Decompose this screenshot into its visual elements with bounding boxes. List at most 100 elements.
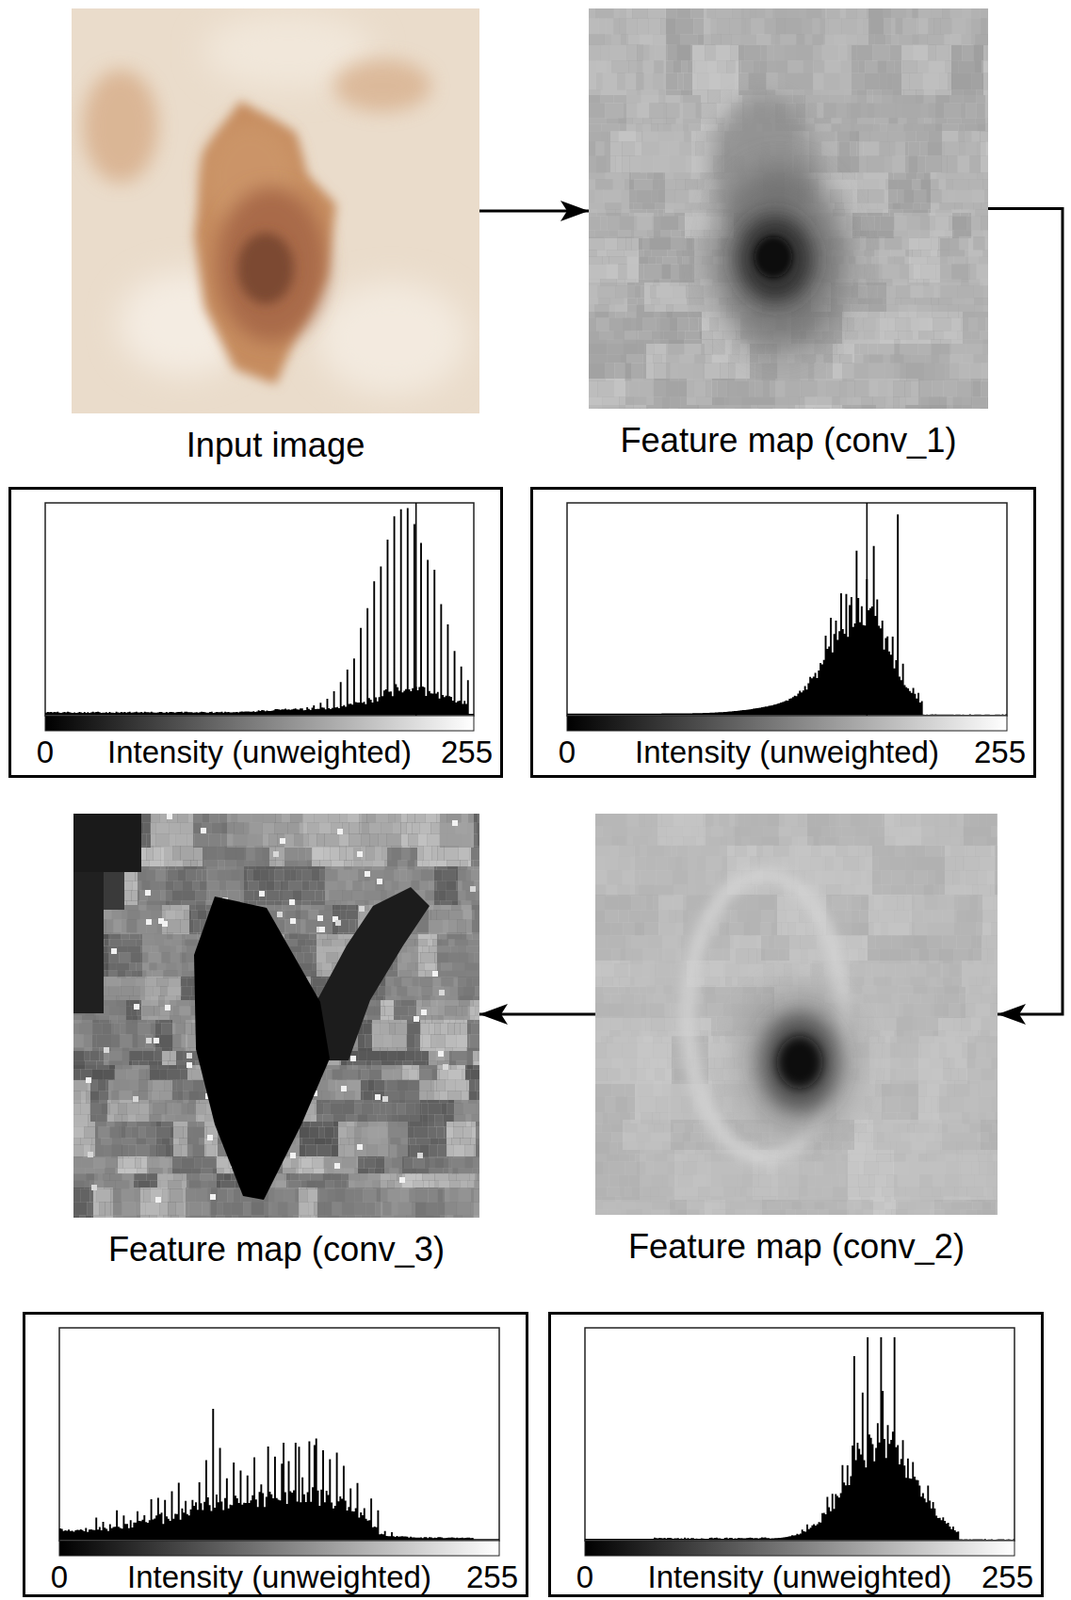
texture-block xyxy=(632,117,644,125)
texture-block xyxy=(866,297,878,306)
texture-block xyxy=(655,256,664,265)
texture-block xyxy=(848,130,857,143)
texture-block xyxy=(358,813,368,824)
texture-block xyxy=(935,44,950,62)
texture-block xyxy=(878,236,886,251)
texture-block xyxy=(866,285,878,299)
texture-block xyxy=(700,339,714,356)
texture-block xyxy=(838,44,848,62)
texture-block xyxy=(628,380,640,398)
texture-block xyxy=(419,880,430,892)
texture-block xyxy=(265,880,276,892)
texture-block xyxy=(637,330,652,341)
texture-block xyxy=(318,822,332,835)
texture-block xyxy=(348,869,359,882)
texture-block xyxy=(290,813,303,824)
texture-block xyxy=(897,304,909,319)
texture-block xyxy=(166,869,179,882)
texture-block xyxy=(159,880,175,892)
texture-block xyxy=(419,822,432,835)
texture-block xyxy=(843,209,851,217)
texture-block xyxy=(892,396,900,409)
texture-block xyxy=(623,249,638,258)
texture-block xyxy=(886,72,893,91)
texture-block xyxy=(633,178,653,191)
texture-block xyxy=(588,44,601,62)
texture-block xyxy=(650,380,666,398)
texture-block xyxy=(615,209,622,217)
texture-block xyxy=(935,263,953,280)
texture-block xyxy=(902,209,913,217)
texture-block xyxy=(665,102,681,119)
texture-block xyxy=(707,89,721,104)
texture-block xyxy=(883,155,893,174)
texture-block xyxy=(854,172,864,180)
texture-block xyxy=(615,285,629,299)
texture-block xyxy=(596,72,603,91)
texture-block xyxy=(595,8,615,19)
texture-block xyxy=(845,60,860,74)
texture-block xyxy=(961,202,974,211)
texture-block xyxy=(933,285,942,299)
texture-block xyxy=(466,822,477,835)
texture-block xyxy=(373,845,383,861)
texture-block xyxy=(470,869,480,882)
texture-block xyxy=(926,141,945,157)
texture-block xyxy=(811,33,825,46)
texture-block xyxy=(655,285,674,299)
texture-block xyxy=(204,860,219,871)
texture-block xyxy=(908,229,921,238)
texture-block xyxy=(588,130,602,143)
texture-block xyxy=(606,354,621,364)
texture-block xyxy=(973,285,989,299)
texture-block xyxy=(654,407,662,409)
texture-block xyxy=(914,297,932,306)
texture-block xyxy=(658,178,677,191)
texture-block xyxy=(720,33,732,46)
texture-block xyxy=(874,117,890,125)
texture-block xyxy=(909,380,922,398)
texture-block xyxy=(345,880,354,892)
texture-block xyxy=(985,141,989,157)
texture-block xyxy=(848,256,857,265)
texture-block xyxy=(829,172,844,180)
lesion-outer xyxy=(194,100,337,385)
texture-block xyxy=(220,833,234,847)
texture-block xyxy=(324,833,340,847)
texture-block xyxy=(828,89,845,104)
texture-block xyxy=(900,407,919,409)
texture-block xyxy=(730,44,746,62)
texture-block xyxy=(929,249,939,258)
texture-block xyxy=(684,202,701,211)
texture-block xyxy=(618,8,633,19)
texture-block xyxy=(275,860,284,871)
texture-block xyxy=(979,407,989,409)
texture-block xyxy=(953,72,973,91)
texture-block xyxy=(588,407,600,409)
texture-block xyxy=(280,813,292,824)
texture-block xyxy=(688,317,699,332)
texture-block xyxy=(264,860,276,871)
texture-block xyxy=(869,229,878,238)
texture-block xyxy=(754,362,763,382)
texture-block xyxy=(477,813,480,824)
texture-block xyxy=(594,304,610,319)
texture-block xyxy=(845,8,858,19)
texture-block xyxy=(710,215,717,231)
texture-block xyxy=(650,117,667,125)
texture-block xyxy=(941,407,948,409)
texture-block xyxy=(380,822,393,835)
texture-block xyxy=(677,330,686,341)
texture-block xyxy=(638,33,654,46)
texture-block xyxy=(324,880,332,892)
texture-block xyxy=(905,396,922,409)
texture-block xyxy=(605,117,619,125)
texture-block xyxy=(928,278,947,287)
texture-block xyxy=(833,178,852,191)
texture-block xyxy=(366,813,376,824)
texture-block xyxy=(980,72,989,91)
texture-block xyxy=(461,880,475,892)
texture-block xyxy=(968,278,981,287)
texture-block xyxy=(724,396,743,409)
texture-block xyxy=(595,178,614,191)
